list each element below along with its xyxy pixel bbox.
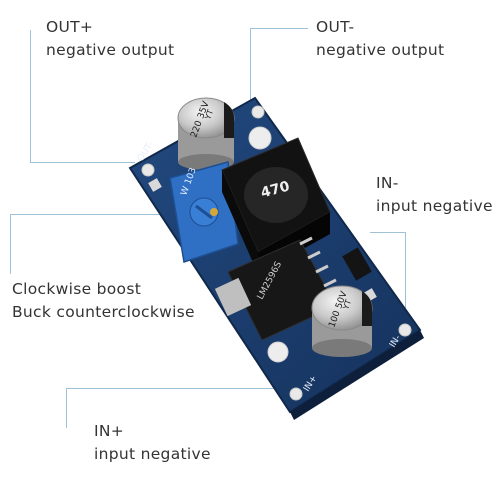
in-plus-callout: IN+ input negative: [94, 420, 211, 466]
out-minus-description: negative output: [316, 41, 445, 59]
out-plus-leader-horizontal: [30, 162, 135, 163]
in-plus-description: input negative: [94, 445, 211, 463]
adjust-leader-vertical: [10, 214, 11, 274]
adjust-line-2: Buck counterclockwise: [12, 303, 195, 321]
in-plus-leader-vertical: [66, 388, 67, 428]
mounting-hole: [251, 105, 265, 119]
adjust-callout: Clockwise boost Buck counterclockwise: [12, 278, 195, 324]
capacitor-top-sub: YT: [203, 108, 215, 121]
in-plus-leader-horizontal: [66, 388, 296, 389]
out-minus-title: OUT-: [316, 18, 355, 36]
regulator-chip: LM2596S: [214, 236, 337, 341]
capacitor-bottom: 100 50V YT: [311, 285, 373, 357]
diode: [342, 247, 372, 281]
capacitor-bottom-sub: YT: [341, 298, 353, 311]
out-minus-leader-vertical: [250, 28, 251, 108]
out-plus-description: negative output: [46, 41, 175, 59]
in-minus-leader-horizontal: [370, 232, 406, 233]
out-plus-title: OUT+: [46, 18, 94, 36]
large-hole: [267, 341, 289, 363]
trimmer-potentiometer[interactable]: W 103: [169, 161, 239, 263]
mounting-hole: [398, 323, 412, 337]
out-minus-leader-horizontal: [250, 28, 308, 29]
in-plus-title: IN+: [94, 422, 125, 440]
out-plus-callout: OUT+ negative output: [46, 16, 174, 62]
in-minus-description: input negative: [376, 197, 493, 215]
solder-pad: [148, 178, 162, 192]
mounting-hole: [289, 387, 303, 401]
mounting-hole: [141, 163, 155, 177]
out-plus-leader-vertical: [30, 30, 31, 162]
in-minus-leader-vertical: [405, 232, 406, 322]
pcb-edge-shadow: [290, 330, 424, 420]
adjust-line-1: Clockwise boost: [12, 280, 142, 298]
inductor-marking: 470: [259, 178, 292, 201]
inductor: 470: [221, 137, 331, 274]
out-minus-callout: OUT- negative output: [316, 16, 444, 62]
capacitor-top: 220 35V YT: [177, 97, 235, 170]
in-minus-callout: IN- input negative: [376, 172, 493, 218]
large-hole: [248, 126, 272, 150]
in-minus-title: IN-: [376, 174, 399, 192]
adjust-leader-horizontal: [10, 214, 188, 215]
